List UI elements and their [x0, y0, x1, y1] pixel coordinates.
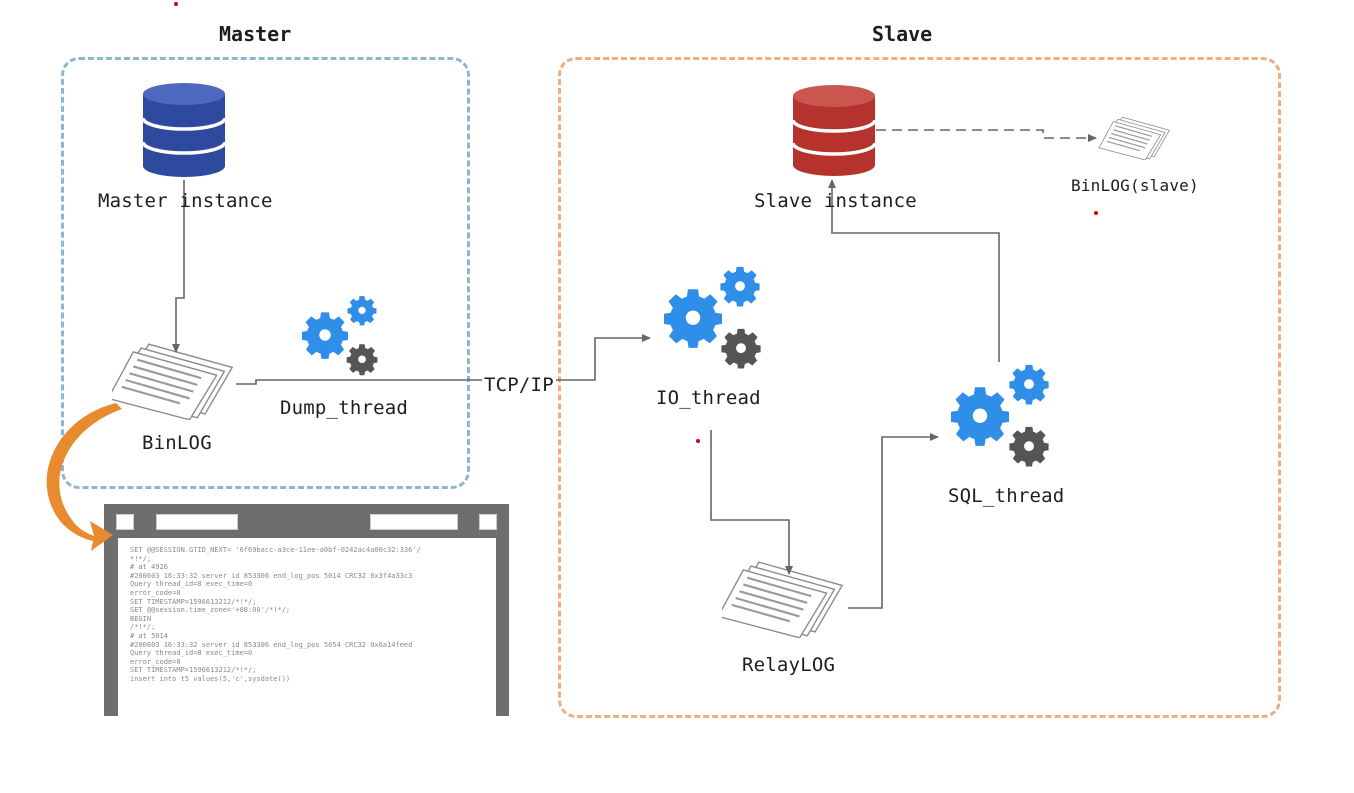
sql-thread-label: SQL_thread: [948, 485, 1065, 507]
log-line: # at 4926: [130, 563, 168, 572]
log-line: SET @@SESSION.GTID_NEXT= '6f69bacc-a3ce-…: [130, 546, 421, 554]
slave-group-box: [558, 57, 1281, 718]
binlog-slave-document-icon: [1098, 116, 1171, 160]
marker-dot: [1094, 211, 1098, 215]
sql-thread-gears-icon: [951, 364, 1049, 467]
slave-title: Slave: [872, 22, 933, 46]
io-thread-label: IO_thread: [656, 387, 761, 409]
log-line: SET TIMESTAMP=1596613212/*!*/;: [130, 597, 257, 606]
log-line: #200603 16:33:32 server id 853306 end_lo…: [130, 571, 413, 580]
toolbar-box: [479, 514, 497, 530]
log-line: *!*/;: [130, 554, 152, 563]
log-line: error_code=0: [130, 657, 181, 666]
master-database-icon: [141, 83, 227, 177]
log-text-area: SET @@SESSION.GTID_NEXT= '6f69bacc-a3ce-…: [118, 538, 496, 716]
log-line: SET TIMESTAMP=1596613212/*!*/;: [130, 666, 257, 675]
toolbar-box: [156, 514, 238, 530]
log-panel-toolbar: [104, 504, 509, 538]
log-line: error_code=0: [130, 588, 181, 597]
binlog-slave-label: BinLOG(slave): [1071, 176, 1199, 195]
binlog-to-io-thread-arrow: [236, 334, 651, 385]
marker-dot: [174, 2, 178, 6]
relaylog-to-sql-thread-arrow: [848, 433, 939, 609]
toolbar-box: [116, 514, 134, 530]
dump-thread-label: Dump_thread: [280, 397, 409, 419]
dump-thread-gears-icon: [301, 296, 378, 376]
log-line: Query thread_id=8 exec_time=0: [130, 649, 253, 658]
master-title: Master: [219, 22, 292, 46]
io-thread-to-relaylog-arrow: [710, 430, 793, 575]
log-line: #200603 16:33:32 server id 853306 end_lo…: [130, 640, 413, 649]
binlog-document-icon: [112, 343, 234, 420]
slave-to-binlog-slave-arrow: [876, 129, 1097, 142]
marker-dot: [696, 439, 700, 443]
relaylog-document-icon: [722, 561, 844, 638]
log-line: # at 5014: [130, 631, 168, 640]
log-line: /*!*/;: [130, 623, 156, 632]
tcp-ip-label: TCP/IP: [482, 374, 556, 396]
master-group-box: [61, 57, 470, 489]
log-line: BEGIN: [130, 614, 152, 623]
master-instance-label: Master instance: [98, 190, 273, 212]
toolbar-box: [370, 514, 458, 530]
log-line: SET @@session.time_zone='+08:00'/*!*/;: [130, 606, 291, 615]
sql-thread-to-slave-arrow: [828, 179, 1000, 362]
binlog-content-panel: SET @@SESSION.GTID_NEXT= '6f69bacc-a3ce-…: [104, 504, 509, 716]
master-to-binlog-arrow: [172, 180, 185, 353]
log-line: Query thread_id=8 exec_time=0: [130, 580, 253, 589]
log-line: insert into t5 values(5,'c',sysdate()): [130, 674, 291, 683]
relaylog-label: RelayLOG: [742, 654, 836, 676]
io-thread-gears-icon: [664, 266, 761, 369]
slave-database-icon: [791, 85, 877, 176]
binlog-expand-arrow: [46, 403, 122, 551]
slave-instance-label: Slave instance: [754, 190, 917, 212]
binlog-label: BinLOG: [142, 432, 212, 454]
